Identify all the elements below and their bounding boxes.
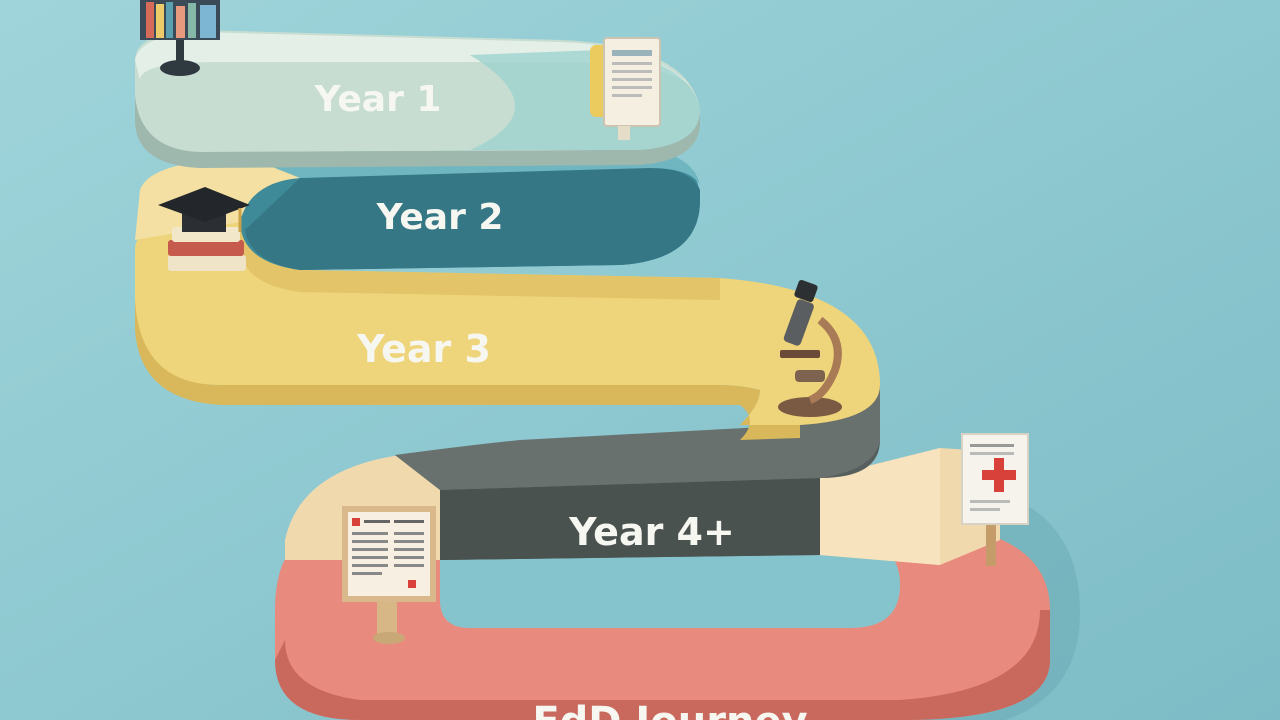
year2-label: Year 2: [376, 197, 504, 238]
microscope-icon: [778, 279, 842, 417]
year3-label: Year 3: [356, 327, 491, 371]
year1-label: Year 1: [314, 79, 442, 120]
document-stand-icon: [590, 37, 661, 140]
medical-sign-icon: [961, 433, 1029, 566]
year4-label: Year 4+: [568, 510, 735, 554]
notice-board-icon: [342, 506, 436, 644]
graduation-cap-icon: [158, 187, 250, 271]
final-label: EdD Journey: [532, 699, 807, 720]
bookshelf-icon: [140, 0, 220, 76]
